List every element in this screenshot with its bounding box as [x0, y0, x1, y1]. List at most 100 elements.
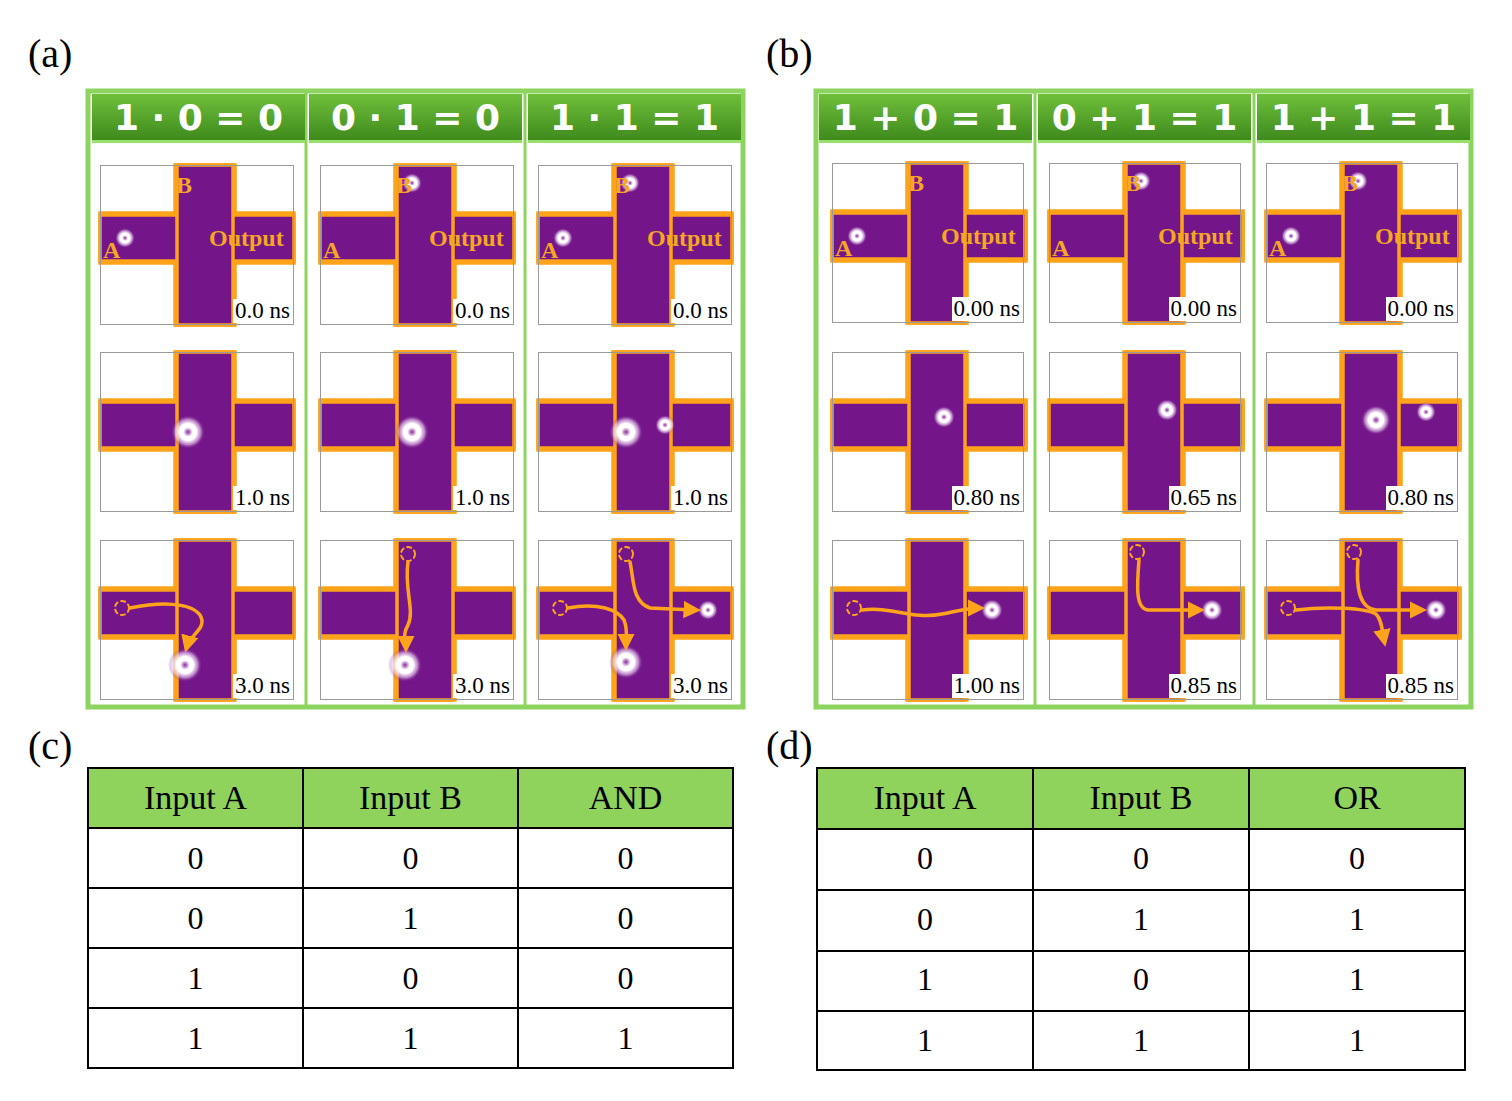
port-label: A — [1269, 236, 1286, 260]
gate-header: 1 + 0 = 1 — [819, 94, 1032, 143]
gate-header: 1 · 1 = 1 — [528, 94, 741, 143]
time-label: 1.0 ns — [233, 486, 292, 510]
table-cell: 1 — [188, 960, 204, 997]
table-cell: 1 — [403, 1020, 419, 1057]
table-cell: 1 — [1349, 901, 1365, 938]
port-label: B — [1125, 171, 1141, 195]
table-cell: 0 — [917, 901, 933, 938]
time-label: 0.65 ns — [1169, 486, 1239, 510]
time-label: 0.00 ns — [1386, 297, 1456, 321]
time-label: 0.85 ns — [1386, 674, 1456, 698]
table-cell: 0 — [917, 840, 933, 877]
table-cell: 0 — [403, 840, 419, 877]
port-label: A — [323, 238, 340, 262]
panel-letter: (b) — [766, 30, 813, 77]
table-header: Input A — [874, 779, 977, 817]
table-header: Input B — [359, 779, 462, 817]
simulation-frame: 3.0 ns — [538, 540, 732, 700]
simulation-frame: B OutputA 0.00 ns — [1266, 163, 1458, 323]
port-label: Output — [209, 226, 284, 250]
table-cell: 1 — [917, 961, 933, 998]
simulation-frame: 0.85 ns — [1266, 540, 1458, 700]
simulation-frame: B OutputA 0.0 ns — [100, 165, 294, 325]
header-text: 0 · 1 = 0 — [331, 97, 500, 138]
port-label: Output — [941, 224, 1016, 248]
simulation-frame: 0.65 ns — [1049, 352, 1241, 512]
table-header: OR — [1333, 779, 1380, 817]
simulation-frame: B OutputA 0.00 ns — [832, 163, 1024, 323]
simulation-frame: 0.80 ns — [832, 352, 1024, 512]
port-label: Output — [647, 226, 722, 250]
port-label: B — [614, 173, 630, 197]
table-cell: 0 — [618, 840, 634, 877]
simulation-frame: 3.0 ns — [100, 540, 294, 700]
time-label: 1.0 ns — [453, 486, 512, 510]
panel-letter: (c) — [28, 722, 72, 769]
table-cell: 1 — [1133, 901, 1149, 938]
table-cell: 1 — [618, 1020, 634, 1057]
table-cell: 0 — [618, 900, 634, 937]
gate-header: 1 · 0 = 0 — [92, 94, 305, 143]
port-label: A — [103, 238, 120, 262]
gate-header: 0 + 1 = 1 — [1038, 94, 1251, 143]
port-label: B — [396, 173, 412, 197]
port-label: B — [1342, 171, 1358, 195]
header-text: 1 · 0 = 0 — [114, 97, 283, 138]
port-label: A — [1052, 236, 1069, 260]
port-label: B — [176, 173, 192, 197]
simulation-frame: 0.80 ns — [1266, 352, 1458, 512]
simulation-frame: 0.85 ns — [1049, 540, 1241, 700]
port-label: Output — [1375, 224, 1450, 248]
time-label: 0.0 ns — [453, 299, 512, 323]
header-text: 1 + 1 = 1 — [1271, 97, 1457, 138]
port-label: B — [908, 171, 924, 195]
table-cell: 0 — [1133, 961, 1149, 998]
time-label: 0.00 ns — [1169, 297, 1239, 321]
panel-letter: (d) — [766, 722, 813, 769]
table-cell: 1 — [1349, 961, 1365, 998]
table-cell: 1 — [1349, 1022, 1365, 1059]
table-cell: 1 — [403, 900, 419, 937]
time-label: 1.0 ns — [671, 486, 730, 510]
gate-header: 1 + 1 = 1 — [1257, 94, 1470, 143]
table-cell: 0 — [403, 960, 419, 997]
header-text: 0 + 1 = 1 — [1052, 97, 1238, 138]
port-label: Output — [429, 226, 504, 250]
table-cell: 0 — [1133, 840, 1149, 877]
simulation-frame: B OutputA 0.00 ns — [1049, 163, 1241, 323]
time-label: 0.80 ns — [1386, 486, 1456, 510]
simulation-frame: 1.0 ns — [320, 352, 514, 512]
table-cell: 0 — [188, 840, 204, 877]
simulation-frame: 1.0 ns — [538, 352, 732, 512]
table-cell: 0 — [618, 960, 634, 997]
table-cell: 0 — [188, 900, 204, 937]
table-header: Input A — [144, 779, 247, 817]
time-label: 1.00 ns — [952, 674, 1022, 698]
table-header: AND — [589, 779, 663, 817]
header-text: 1 + 0 = 1 — [833, 97, 1019, 138]
simulation-frame: B OutputA 0.0 ns — [320, 165, 514, 325]
simulation-frame: 1.0 ns — [100, 352, 294, 512]
table-cell: 1 — [188, 1020, 204, 1057]
table-cell: 1 — [917, 1022, 933, 1059]
simulation-frame: B OutputA 0.0 ns — [538, 165, 732, 325]
port-label: Output — [1158, 224, 1233, 248]
time-label: 3.0 ns — [453, 674, 512, 698]
port-label: A — [835, 236, 852, 260]
time-label: 0.85 ns — [1169, 674, 1239, 698]
time-label: 0.00 ns — [952, 297, 1022, 321]
simulation-frame: 3.0 ns — [320, 540, 514, 700]
simulation-frame: 1.00 ns — [832, 540, 1024, 700]
table-cell: 0 — [1349, 840, 1365, 877]
header-text: 1 · 1 = 1 — [550, 97, 719, 138]
time-label: 0.0 ns — [671, 299, 730, 323]
time-label: 3.0 ns — [233, 674, 292, 698]
time-label: 3.0 ns — [671, 674, 730, 698]
panel-letter: (a) — [28, 30, 72, 77]
port-label: A — [541, 238, 558, 262]
time-label: 0.0 ns — [233, 299, 292, 323]
table-cell: 1 — [1133, 1022, 1149, 1059]
gate-header: 0 · 1 = 0 — [309, 94, 522, 143]
time-label: 0.80 ns — [952, 486, 1022, 510]
table-header: Input B — [1090, 779, 1193, 817]
